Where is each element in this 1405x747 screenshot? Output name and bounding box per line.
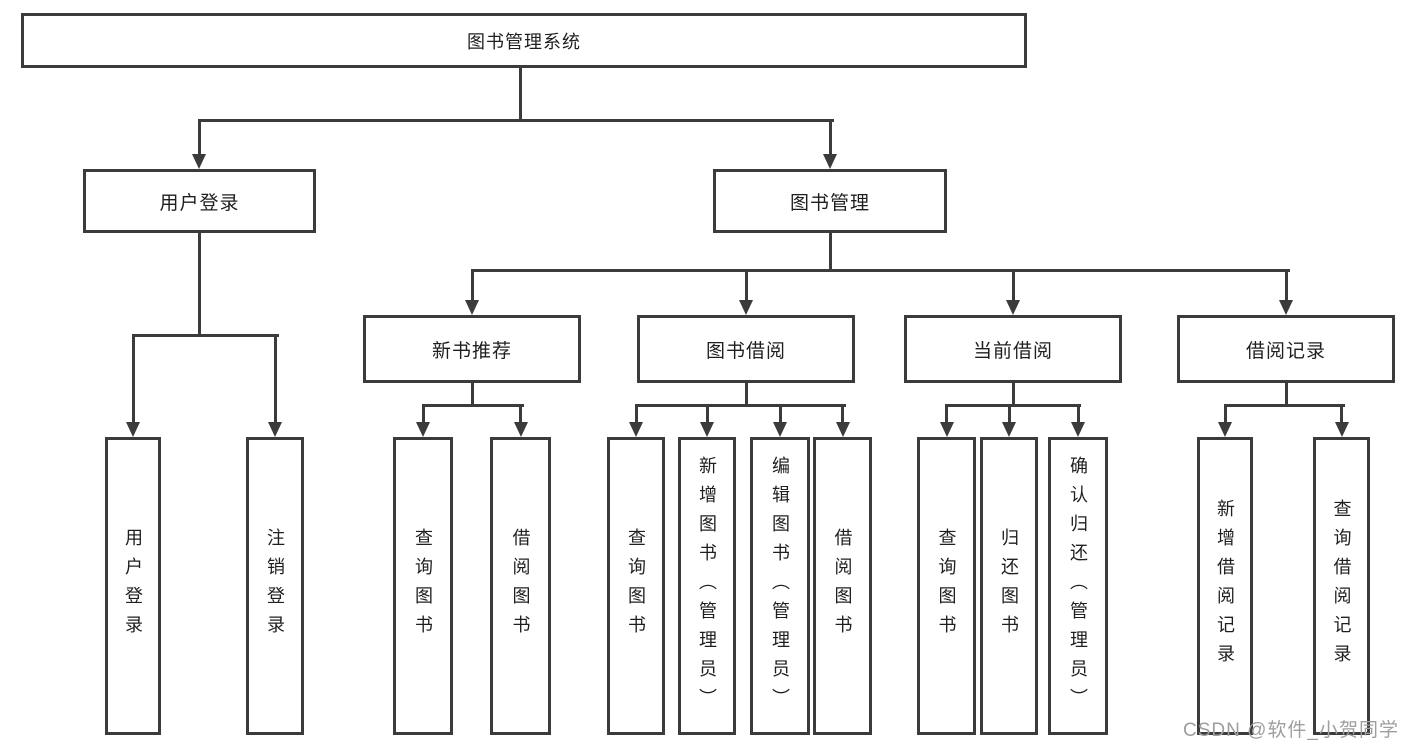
connector-line [518, 68, 522, 121]
connector-line [946, 403, 1081, 407]
leaf-node-search-book-current: 查询图书 [917, 437, 976, 735]
arrowhead-down-icon [192, 154, 206, 169]
arrowhead-down-icon [939, 422, 954, 437]
arrowhead-down-icon [823, 154, 837, 169]
leaf-label: 查询图书 [626, 528, 646, 644]
leaf-node-search-book-rec: 查询图书 [393, 437, 453, 735]
connector-line [778, 404, 782, 424]
connector-line [634, 404, 638, 424]
connector-line [470, 269, 474, 302]
connector-line [1225, 403, 1345, 407]
leaf-label: 确认归还（管理员） [1068, 455, 1088, 717]
leaf-label: 借阅图书 [832, 528, 853, 644]
leaf-node-edit-book-admin: 编辑图书（管理员） [750, 437, 810, 735]
node-book-borrow: 图书借阅 [637, 315, 855, 383]
node-current-borrow: 当前借阅 [904, 315, 1122, 383]
arrowhead-down-icon [268, 422, 282, 437]
leaf-node-user-login: 用户登录 [105, 437, 161, 735]
connector-line [421, 404, 425, 424]
connector-line [133, 333, 279, 337]
connector-line [273, 334, 277, 424]
leaf-label: 借阅图书 [510, 528, 531, 644]
node-new-book-recommend: 新书推荐 [363, 315, 581, 383]
leaf-label: 注销登录 [265, 528, 285, 644]
connector-line [199, 118, 834, 122]
connector-line [828, 233, 832, 271]
leaf-label: 查询图书 [413, 528, 433, 644]
leaf-node-logout-login: 注销登录 [246, 437, 304, 735]
connector-line [705, 404, 709, 424]
arrowhead-down-icon [465, 300, 479, 315]
connector-line [1076, 404, 1080, 424]
connector-line [1011, 383, 1015, 406]
connector-line [423, 403, 524, 407]
leaf-label: 新增借阅记录 [1215, 499, 1235, 673]
connector-line [1284, 269, 1288, 302]
arrowhead-down-icon [1279, 300, 1293, 315]
arrowhead-down-icon [1071, 422, 1085, 437]
node-book-management: 图书管理 [713, 169, 947, 233]
connector-line [470, 383, 474, 406]
node-borrow-record: 借阅记录 [1177, 315, 1395, 383]
arrowhead-down-icon [739, 300, 753, 315]
connector-line [828, 119, 832, 156]
leaf-node-return-book: 归还图书 [980, 437, 1038, 735]
leaf-label: 新增图书（管理员） [697, 455, 717, 717]
arrowhead-down-icon [773, 422, 787, 437]
arrowhead-down-icon [835, 422, 850, 437]
connector-line [1011, 269, 1015, 302]
leaf-node-search-book-borrow: 查询图书 [607, 437, 665, 735]
connector-line [472, 268, 1290, 272]
arrowhead-down-icon [1218, 422, 1232, 437]
connector-line [1284, 383, 1288, 406]
node-user-login: 用户登录 [83, 169, 316, 233]
leaf-node-borrow-book-rec: 借阅图书 [490, 437, 551, 735]
arrowhead-down-icon [1334, 422, 1349, 437]
connector-line [197, 233, 201, 336]
node-library-management-system: 图书管理系统 [21, 13, 1027, 68]
connector-line [1007, 404, 1011, 424]
connector-line [841, 404, 844, 424]
arrowhead-down-icon [1002, 422, 1016, 437]
connector-line [636, 403, 846, 407]
leaf-node-confirm-return-admin: 确认归还（管理员） [1048, 437, 1108, 735]
connector-line [1223, 404, 1227, 424]
leaf-label: 归还图书 [999, 528, 1019, 644]
leaf-node-borrow-book: 借阅图书 [813, 437, 872, 735]
leaf-node-add-borrow-record: 新增借阅记录 [1197, 437, 1253, 735]
arrowhead-down-icon [629, 422, 643, 437]
leaf-node-add-book-admin: 新增图书（管理员） [678, 437, 736, 735]
arrowhead-down-icon [126, 422, 140, 437]
arrowhead-down-icon [700, 422, 714, 437]
connector-line [744, 383, 748, 406]
arrowhead-down-icon [1006, 300, 1020, 315]
leaf-label: 用户登录 [123, 528, 143, 644]
connector-line [519, 404, 522, 424]
connector-line [744, 269, 748, 302]
arrowhead-down-icon [513, 422, 528, 437]
leaf-label: 编辑图书（管理员） [770, 455, 790, 717]
arrowhead-down-icon [416, 422, 430, 437]
csdn-watermark: CSDN @软件_小贺同学 [1183, 720, 1399, 741]
connector-line [131, 334, 135, 424]
leaf-label: 查询借阅记录 [1331, 499, 1352, 673]
leaf-node-search-borrow-record: 查询借阅记录 [1313, 437, 1370, 735]
connector-line [197, 119, 201, 156]
leaf-label: 查询图书 [936, 528, 957, 644]
connector-line [945, 404, 948, 424]
connector-line [1340, 404, 1343, 424]
